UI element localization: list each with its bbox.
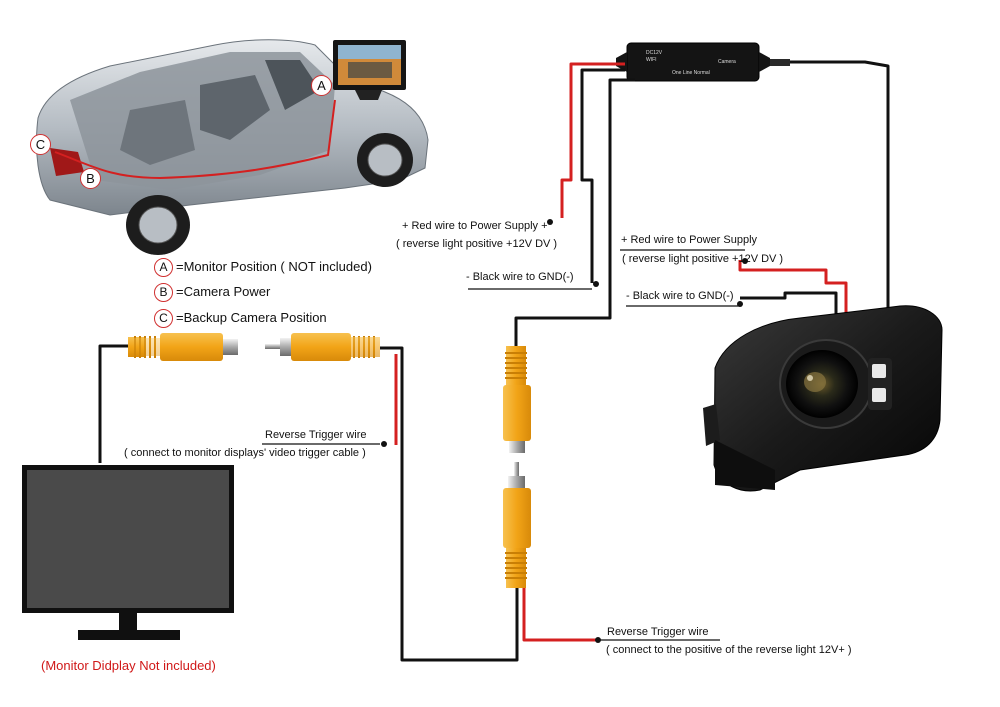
legend-text-a: =Monitor Position ( NOT included) xyxy=(176,258,372,274)
car-marker-a-label: A xyxy=(317,78,326,93)
camera-red-wire-sub: ( reverse light positive +12V DV ) xyxy=(622,253,784,265)
legend-text-b: =Camera Power xyxy=(176,283,271,299)
car-marker-b: B xyxy=(80,168,101,189)
power-box-text-2: WIFI xyxy=(646,57,657,63)
legend-item-c: C=Backup Camera Position xyxy=(154,309,327,328)
rca-connector-male-bottom xyxy=(503,462,531,588)
car-marker-a: A xyxy=(311,75,332,96)
car-marker-c: C xyxy=(30,134,51,155)
legend-item-b: B=Camera Power xyxy=(154,283,270,302)
upper-red-wire-sub: ( reverse light positive +12V DV ) xyxy=(396,238,558,250)
power-box-text-camera: Camera xyxy=(718,59,736,65)
bottom-trigger-sub: ( connect to the positive of the reverse… xyxy=(606,644,852,656)
wires xyxy=(98,60,890,662)
rca-connector-female-top xyxy=(503,346,531,453)
backup-camera-illustration xyxy=(703,305,943,492)
camera-red-wire-label: + Red wire to Power Supply xyxy=(621,234,758,246)
bottom-trigger-label: Reverse Trigger wire xyxy=(607,626,709,638)
upper-red-wire-label: + Red wire to Power Supply + xyxy=(402,220,548,232)
legend-marker-c: C xyxy=(154,309,173,328)
upper-black-wire-label: - Black wire to GND(-) xyxy=(466,271,574,283)
monitor-illustration xyxy=(22,465,234,640)
legend-item-a: A=Monitor Position ( NOT included) xyxy=(154,258,372,277)
monitor-not-included-note: (Monitor Didplay Not included) xyxy=(41,658,216,673)
power-box-text-1: DC12V xyxy=(646,50,663,56)
legend-marker-b: B xyxy=(154,283,173,302)
car-marker-b-label: B xyxy=(86,171,95,186)
left-trigger-label: Reverse Trigger wire xyxy=(265,429,367,441)
legend-text-c: =Backup Camera Position xyxy=(176,309,327,325)
power-filter-box xyxy=(616,42,790,82)
rca-connector-male-right xyxy=(265,333,380,361)
car-marker-c-label: C xyxy=(35,137,46,152)
dash-monitor-image xyxy=(333,40,406,100)
legend-marker-a: A xyxy=(154,258,173,277)
camera-black-wire-label: - Black wire to GND(-) xyxy=(626,290,734,302)
power-box-text-bottom: One Line Normal xyxy=(672,70,710,76)
label-leaders xyxy=(262,249,745,641)
label-dots xyxy=(381,219,748,643)
rca-connector-female-left xyxy=(128,333,238,361)
left-trigger-sub: ( connect to monitor displays' video tri… xyxy=(124,447,366,459)
